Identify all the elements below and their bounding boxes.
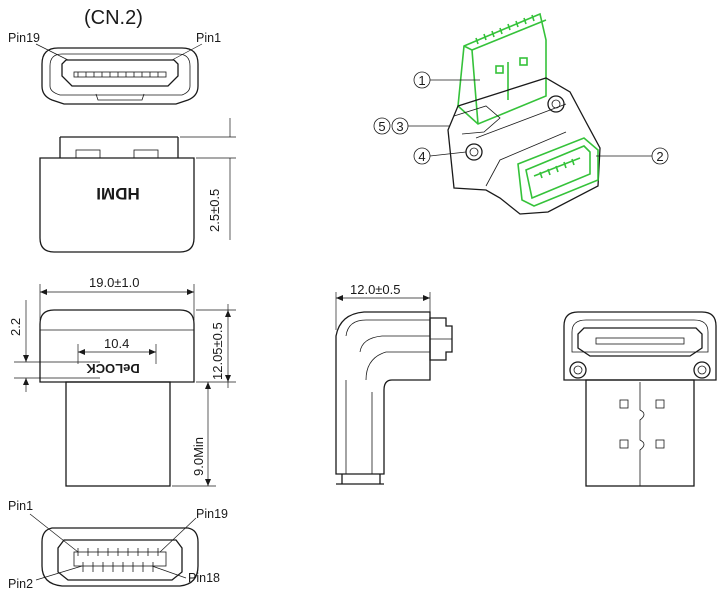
top-view: Pin19 Pin1 [8,31,221,105]
bottom-pin2-label: Pin2 [8,577,33,591]
bottom-pin19-label: Pin19 [196,507,228,521]
isometric-view: 1 2 5 3 4 [373,12,669,215]
bottom-pin1-label: Pin1 [8,499,33,513]
drawing-title: (CN.2) [84,7,143,29]
top-pin1-label: Pin1 [196,31,221,45]
bottom-pin18-label: Pin18 [188,571,220,585]
delock-brand: DeLOCK [86,361,140,376]
callout-3: 3 [396,119,403,134]
side-height-dim: 2.5±0.5 [207,189,222,232]
callout-2: 2 [656,149,663,164]
profile-view: 12.0±0.5 [335,282,453,485]
rear-view [563,311,717,487]
callout-1: 1 [418,73,425,88]
callout-4: 4 [418,149,425,164]
side-view: HDMI 2.5±0.5 [39,118,236,253]
front-plug-dim: 9.0Min [191,437,206,476]
hdmi-logo: HDMI [96,184,139,203]
front-view: 19.0±1.0 10.4 DeLOCK 2.2 12.05±0.5 9.0Mi… [8,275,236,487]
front-inner-dim: 10.4 [104,336,129,351]
front-width-dim: 19.0±1.0 [89,275,140,290]
callout-5: 5 [378,119,385,134]
front-offset-dim: 2.2 [8,318,23,336]
profile-depth-dim: 12.0±0.5 [350,282,401,297]
bottom-view: Pin1 Pin19 Pin2 Pin18 [8,499,228,591]
front-height-dim: 12.05±0.5 [210,322,225,380]
top-pin19-label: Pin19 [8,31,40,45]
